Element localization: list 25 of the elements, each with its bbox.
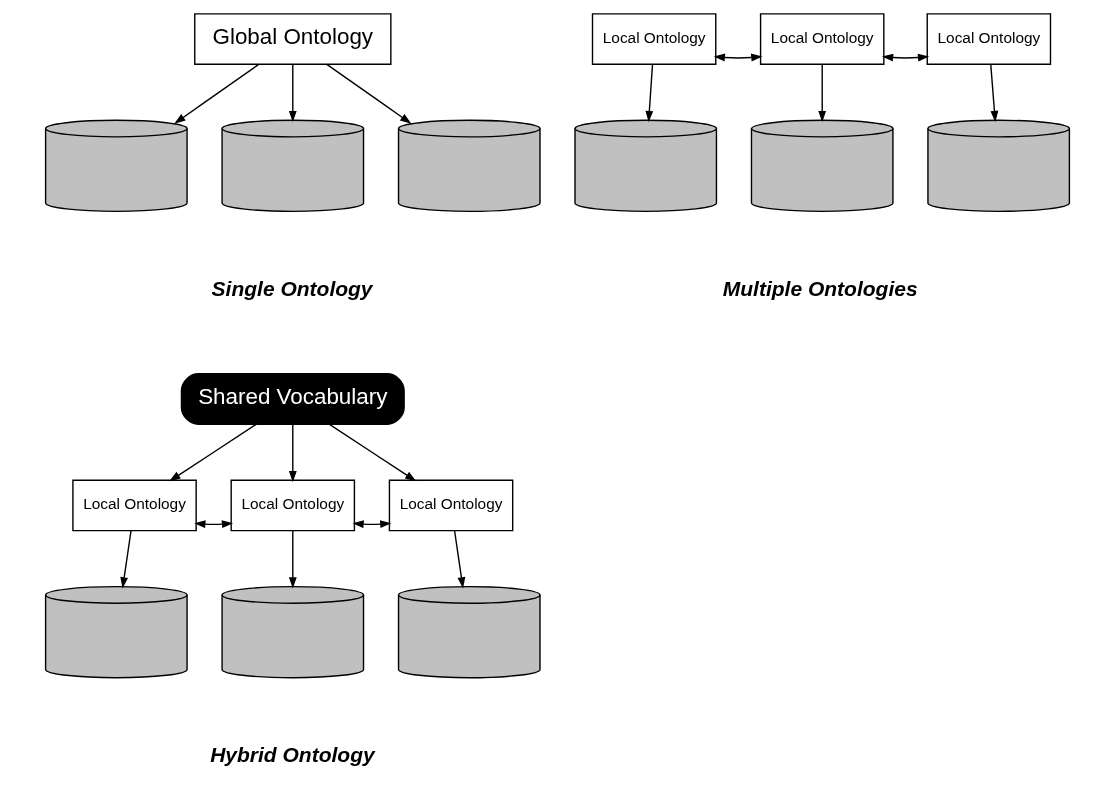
arrow [288, 530, 297, 589]
arrow [989, 63, 998, 123]
arrow [119, 530, 132, 589]
node-box: Global Ontology [193, 13, 392, 65]
arrow [328, 423, 416, 482]
label: Hybrid Ontology [209, 743, 375, 767]
arrow [173, 63, 259, 124]
arrow [168, 423, 257, 482]
node-box: Local Ontology [71, 479, 197, 532]
label: Multiple Ontologies [722, 277, 918, 301]
arrow [453, 530, 465, 589]
node-box: Local Ontology [926, 13, 1051, 65]
arrow [288, 423, 297, 483]
arrow [288, 63, 297, 123]
node-box: Local Ontology [759, 13, 885, 65]
arrow [817, 63, 826, 123]
arrow [713, 53, 762, 62]
node-box: Shared Vocabulary [180, 373, 405, 425]
node-box: Local Ontology [591, 13, 716, 65]
node-box: Local Ontology [229, 479, 355, 532]
arrow [644, 63, 653, 123]
arrow [325, 63, 411, 124]
arrow [881, 53, 929, 62]
node-box: Local Ontology [388, 479, 513, 532]
label: Single Ontology [211, 277, 373, 301]
